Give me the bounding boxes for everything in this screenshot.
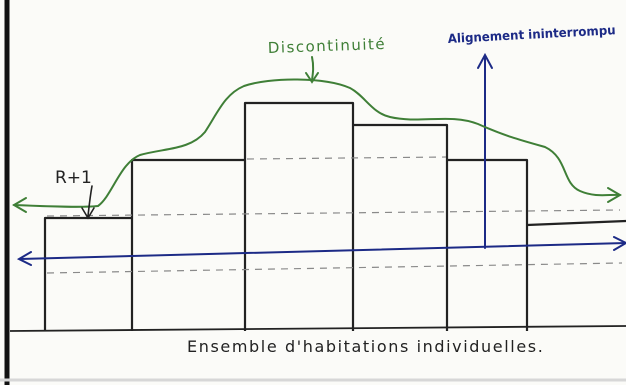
skyline-left-arrowhead — [12, 197, 27, 213]
skyline-right-arrowhead — [607, 187, 622, 203]
floors-pointer — [81, 185, 95, 220]
discontinuity-label: Discontinuité — [268, 35, 387, 57]
discontinuity-pointer-head — [305, 72, 319, 84]
alignment-up-arrowhead — [477, 52, 493, 69]
building-1 — [43, 216, 132, 331]
floors-pointer-head — [81, 207, 95, 220]
floor-dash-lower — [46, 262, 623, 274]
floor-dashes — [46, 156, 623, 274]
floor-dash-middle — [46, 209, 621, 217]
alignment-left-arrowhead — [16, 251, 32, 266]
alignment-horizontal — [19, 242, 626, 260]
floors-label: R+1 — [55, 168, 92, 188]
building-6 — [526, 219, 626, 227]
building-5 — [447, 158, 529, 331]
building-4 — [353, 123, 449, 331]
skyline-curve — [12, 56, 622, 213]
skyline-profile — [13, 78, 621, 208]
floors-pointer-shaft — [87, 185, 93, 217]
discontinuity-pointer — [311, 56, 315, 81]
building-3 — [243, 101, 355, 331]
alignment-line — [16, 52, 626, 266]
ground-line — [9, 325, 626, 332]
caption-label: Ensemble d'habitations individuelles. — [187, 337, 544, 356]
alignment-right-arrowhead — [613, 236, 626, 251]
